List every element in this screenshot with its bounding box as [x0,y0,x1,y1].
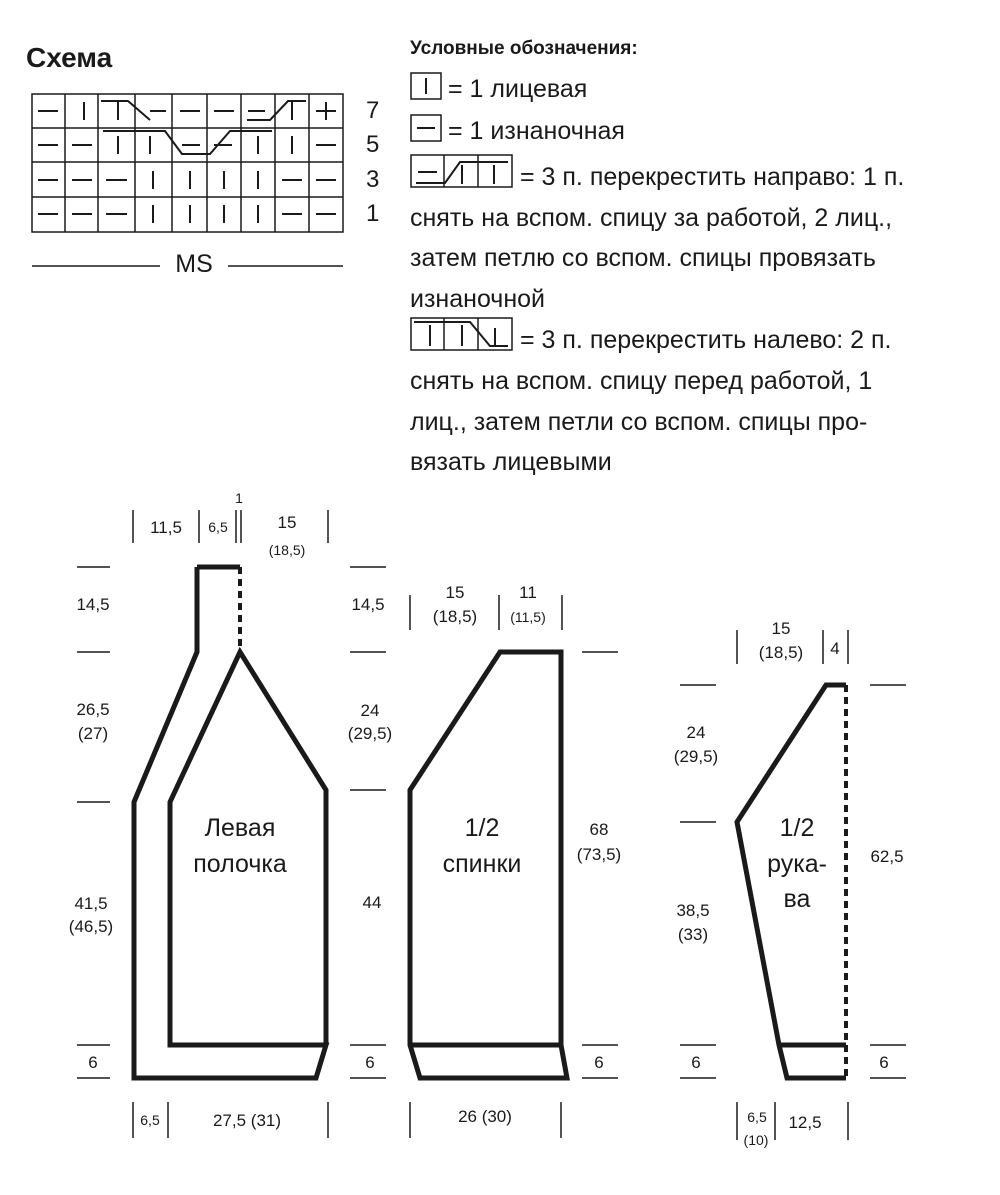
sleeve-dim-right: 62,5 [870,847,903,866]
sleeve-right-ticks [870,684,906,1079]
sleeve-dim-top: 4 [830,639,839,658]
cross-left-symbol-icon [410,317,513,351]
legend-cross-left-line4: вязать лицевыми [410,448,612,476]
back-dim-right: 68 [590,820,609,839]
sleeve-dim-right: 6 [879,1053,888,1072]
front-label: полочка [193,850,287,878]
back-piece-outline [407,649,570,1081]
front-dim-bottom: 6,5 [140,1112,160,1128]
front-dim-left: 41,5 [74,894,107,913]
legend-knit: = 1 лицевая [448,75,587,103]
front-dim-left: (46,5) [69,917,113,936]
sleeve-dim-bottom: (10) [744,1132,769,1148]
sleeve-dim-left: 6 [691,1053,700,1072]
back-dim-top: 15 [446,583,465,602]
stitch-symbols [38,100,336,223]
stitch-chart-grid [31,93,344,233]
sleeve-dim-left: 24 [687,723,706,742]
row-number: 1 [366,200,379,227]
front-dim-top: 11,5 [150,518,182,537]
chart-title: Схема [26,42,113,73]
legend-cross-right-line4: изнаночной [410,285,545,313]
legend-cross-right-line1: = 3 п. перекрестить направо: 1 п. [520,163,904,191]
back-dim-bottom: 26 (30) [458,1107,512,1126]
row-number: 3 [366,166,379,193]
front-top-ticks [132,510,329,543]
back-bottom-ticks [409,1102,562,1138]
sleeve-dim-left: (33) [678,925,708,944]
legend-title: Условные обозначения: [410,38,638,59]
sleeve-dim-left: (29,5) [674,747,718,766]
sleeve-label: 1/2 [780,814,815,842]
front-dim-left: 26,5 [76,700,109,719]
row-number: 5 [366,131,379,158]
chart-row-numbers: 7 5 3 1 [366,97,379,227]
sleeve-top-ticks [736,630,849,664]
front-left-ticks [77,566,110,1079]
back-dim-right: 6 [594,1053,603,1072]
legend-cross-left-line1: = 3 п. перекрестить налево: 2 п. [520,326,891,354]
row-number: 7 [366,97,379,124]
back-dim-left: 24 [361,701,380,720]
back-dim-top: (18,5) [433,607,477,626]
back-top-ticks [409,595,563,630]
back-dim-top: 11 [519,583,537,602]
sleeve-left-ticks [680,684,716,1079]
legend-cross-left-line2: снять на вспом. спицу перед работой, 1 [410,367,872,395]
back-dim-left: (29,5) [348,724,392,743]
repeat-bracket: MS [32,250,343,278]
sleeve-dim-left: 38,5 [676,901,709,920]
sleeve-label: рука- [767,850,827,878]
front-bottom-ticks [132,1102,329,1138]
back-label: 1/2 [465,814,500,842]
sleeve-dim-top: 15 [772,619,791,638]
sleeve-piece-outline [734,682,846,1081]
front-dim-bottom: 27,5 (31) [213,1111,281,1130]
legend-cross-right-line2: снять на вспом. спицу за работой, 2 лиц.… [410,204,892,232]
legend-cross-right-line3: затем петлю со вспом. спицы провязать [410,244,876,272]
sleeve-dim-top: (18,5) [759,643,803,662]
sleeve-dim-bottom: 6,5 [747,1109,767,1125]
front-dim-left: 6 [88,1053,97,1072]
knit-symbol-icon [410,72,442,100]
sleeve-label: ва [784,885,811,913]
back-dim-left: 6 [365,1053,374,1072]
front-dim-left: 14,5 [76,595,109,614]
back-dim-left: 14,5 [351,595,384,614]
back-dim-top: (11,5) [510,609,546,625]
front-dim-top: 15 [278,513,297,532]
back-label: спинки [443,850,522,878]
purl-symbol-icon [410,114,442,142]
front-dim-top: 6,5 [208,519,228,535]
legend-purl: = 1 изнаночная [448,117,625,145]
front-label: Левая [205,814,276,842]
repeat-label: MS [175,250,213,278]
back-left-ticks [350,566,386,1079]
front-dim-top: (18,5) [269,542,306,558]
front-piece-outline [131,564,330,1081]
cross-right-symbol-icon [410,154,513,188]
front-dim-top: 1 [235,490,243,506]
back-dim-left: 44 [363,893,382,912]
sleeve-bottom-ticks [736,1102,849,1140]
front-dim-left: (27) [78,724,108,743]
back-dim-right: (73,5) [577,845,621,864]
legend-cross-left-line3: лиц., затем петли со вспом. спицы про- [410,408,867,436]
back-right-ticks [582,651,618,1079]
sleeve-dim-bottom: 12,5 [788,1113,821,1132]
